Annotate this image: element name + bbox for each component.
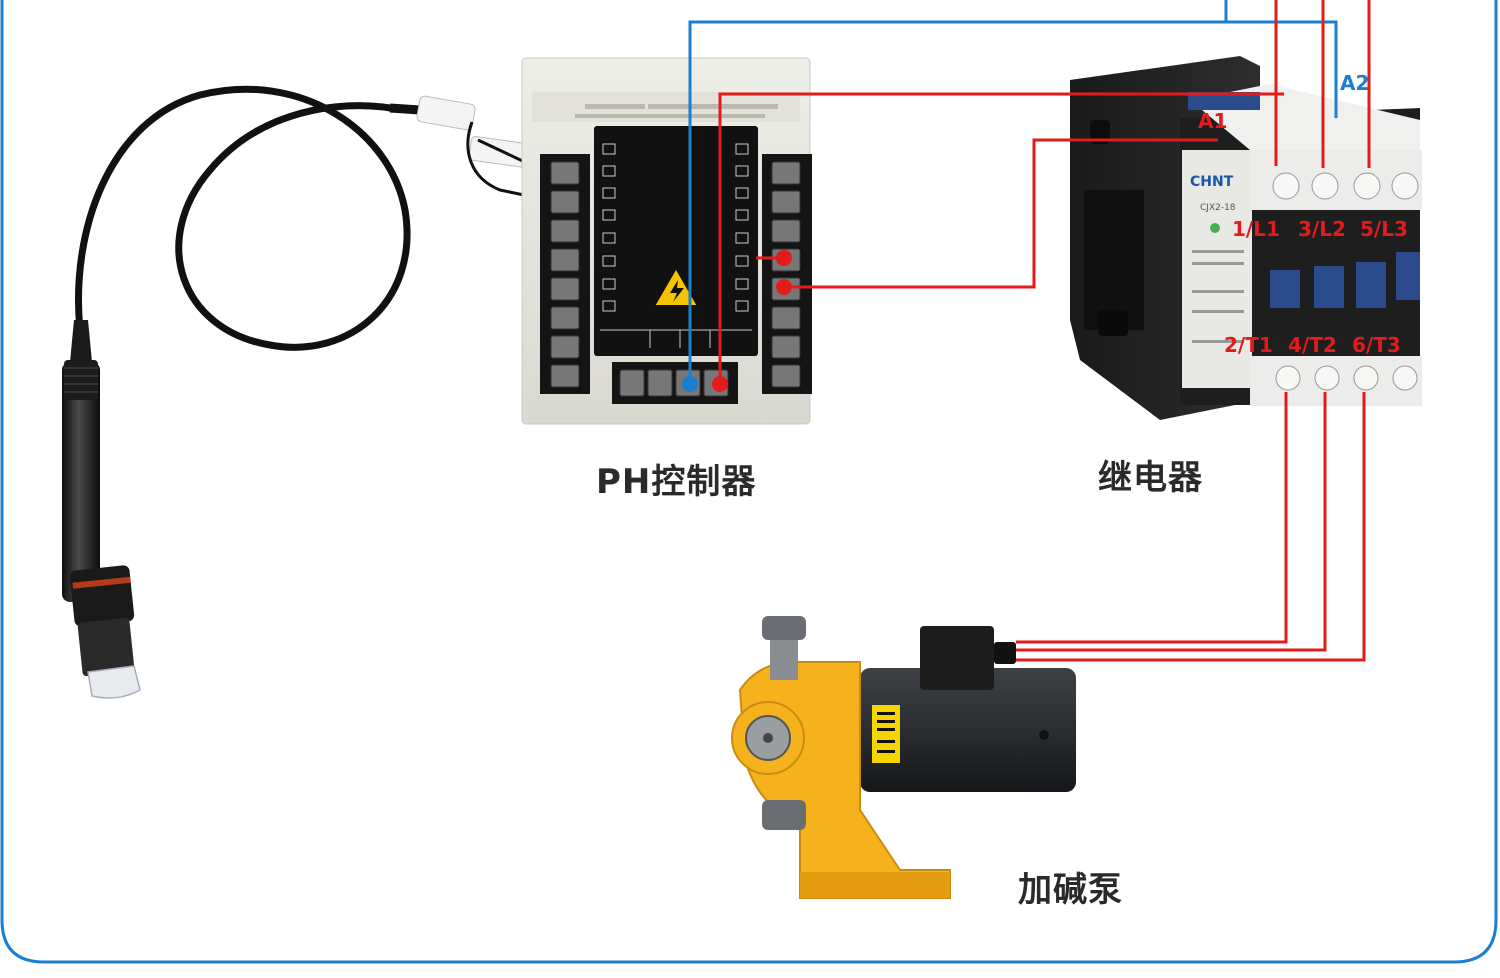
label-a2: A2 xyxy=(1340,71,1369,95)
probe-body xyxy=(62,362,100,602)
red-wire-t2 xyxy=(1016,392,1327,652)
controller-right-terminals xyxy=(762,154,812,394)
ph-controller-caption: PH控制器 xyxy=(596,462,757,502)
red-wire-t3 xyxy=(1016,392,1366,662)
probe-cable xyxy=(75,85,411,351)
blue-terminal-dot xyxy=(682,376,698,392)
red-wire-t1 xyxy=(1016,392,1288,644)
label-t2: 4/T2 xyxy=(1288,333,1337,357)
label-a1: A1 xyxy=(1198,109,1227,133)
relay-model: CJX2-18 xyxy=(1200,203,1236,213)
metering-pump xyxy=(731,616,1076,899)
red-wire-controller-bottom xyxy=(718,92,1284,384)
blue-wire-a2 xyxy=(688,20,1338,384)
relay-output-dot-1 xyxy=(776,250,792,266)
relay-brand-logo: CHNT xyxy=(1190,174,1234,190)
probe-cable-sleeve xyxy=(416,95,476,131)
red-terminal-dot xyxy=(712,376,728,392)
signal-wires-blue xyxy=(688,0,1338,384)
controller-faceplate xyxy=(594,126,758,356)
controller-left-terminals xyxy=(540,154,590,394)
ph-controller xyxy=(521,57,812,425)
label-l1: 1/L1 xyxy=(1232,217,1280,241)
relay-caption: 继电器 xyxy=(1098,458,1203,498)
label-t3: 6/T3 xyxy=(1352,333,1401,357)
probe-tip xyxy=(87,665,141,699)
pump-caption: 加碱泵 xyxy=(1018,870,1123,910)
contactor-relay: CHNT CJX2-18 xyxy=(1070,56,1422,420)
ph-probe xyxy=(62,85,549,699)
power-wires-red xyxy=(718,0,1371,662)
label-l3: 5/L3 xyxy=(1360,217,1408,241)
pump-motor xyxy=(860,668,1076,792)
label-t1: 2/T1 xyxy=(1224,333,1273,357)
red-wire-a1 xyxy=(784,138,1218,289)
relay-output-dot-2 xyxy=(776,279,792,295)
label-l2: 3/L2 xyxy=(1298,217,1346,241)
high-voltage-warning-icon xyxy=(652,266,700,307)
